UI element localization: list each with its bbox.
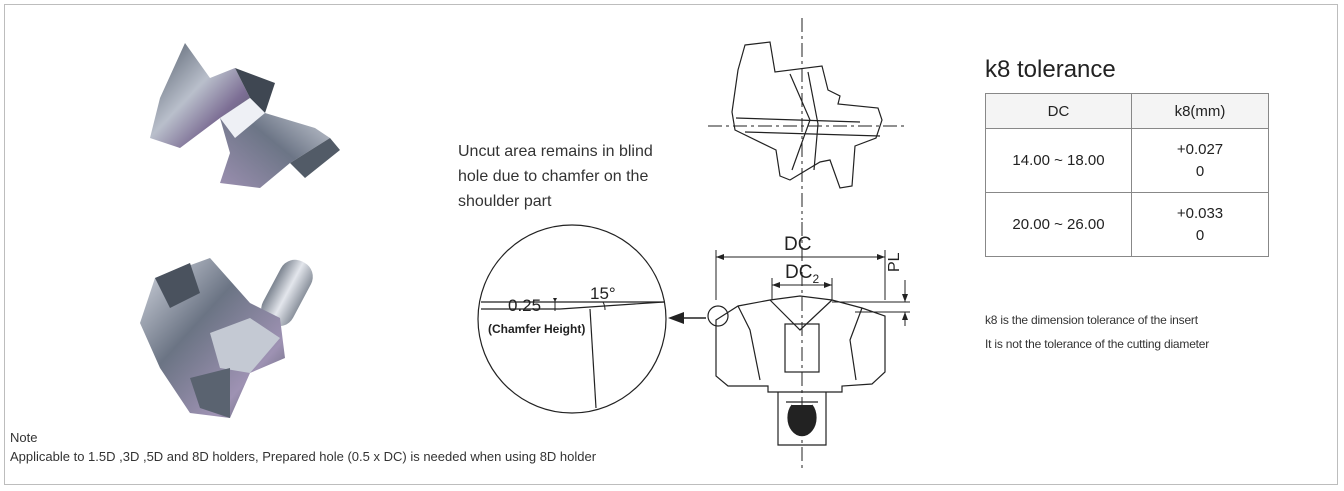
insert-photo-top	[150, 43, 340, 188]
note-label: Note	[10, 430, 38, 445]
row-k8: +0.033 0	[1131, 192, 1269, 257]
tol-lower: 0	[1195, 226, 1205, 244]
tol-upper: +0.033	[1176, 204, 1224, 222]
tolerance-table: DC k8(mm) 14.00 ~ 18.00 +0.027 0 20.00 ~…	[985, 93, 1269, 257]
tolerance-note-1: k8 is the dimension tolerance of the ins…	[985, 313, 1198, 327]
header-k8: k8(mm)	[1131, 93, 1269, 129]
header-dc: DC	[985, 93, 1132, 129]
dc2-main: DC	[785, 262, 813, 283]
table-row: 20.00 ~ 26.00 +0.033 0	[985, 192, 1269, 257]
uncut-area-caption: Uncut area remains in blind hole due to …	[458, 139, 698, 214]
dc2-label: DC2	[785, 262, 819, 286]
chamfer-caption: (Chamfer Height)	[488, 322, 586, 336]
caption-line-1: Uncut area remains in blind	[458, 143, 653, 160]
chamfer-value: 0.25	[508, 296, 542, 315]
tol-lower: 0	[1195, 162, 1205, 180]
technical-drawing	[477, 18, 910, 470]
tolerance-note-2: It is not the tolerance of the cutting d…	[985, 337, 1210, 351]
dc-label: DC	[784, 234, 812, 255]
tol-upper: +0.027	[1176, 140, 1224, 158]
chamfer-angle: 15°	[590, 284, 616, 303]
row-dc: 20.00 ~ 26.00	[985, 192, 1132, 257]
caption-line-2: hole due to chamfer on the	[458, 168, 649, 185]
tolerance-title: k8 tolerance	[985, 56, 1116, 83]
pl-label: PL	[886, 252, 903, 272]
insert-photo-bottom	[140, 258, 313, 418]
row-k8: +0.027 0	[1131, 128, 1269, 193]
table-row: 14.00 ~ 18.00 +0.027 0	[985, 128, 1269, 193]
row-dc: 14.00 ~ 18.00	[985, 128, 1132, 193]
caption-line-3: shoulder part	[458, 193, 552, 210]
content-frame	[4, 4, 1338, 485]
dc2-subscript: 2	[812, 271, 820, 286]
note-text: Applicable to 1.5D ,3D ,5D and 8D holder…	[10, 449, 597, 464]
table-header-row: DC k8(mm)	[985, 93, 1269, 129]
